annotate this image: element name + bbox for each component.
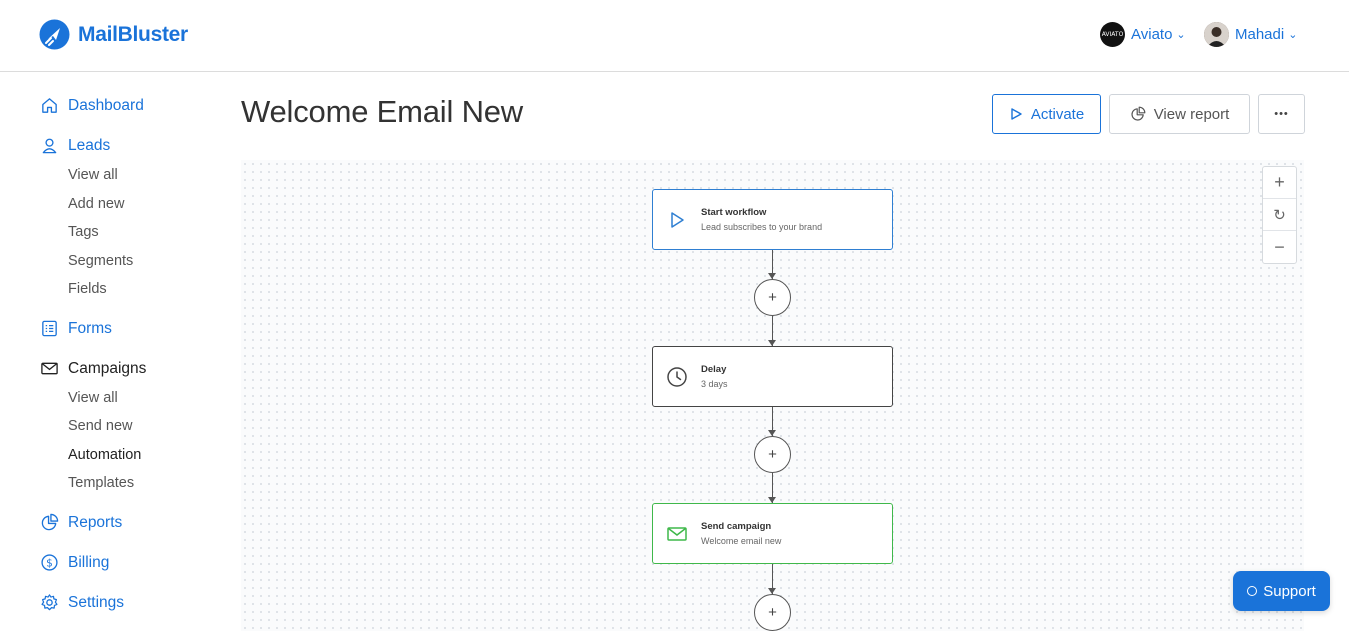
sidebar-item-reports[interactable]: Reports — [40, 513, 122, 532]
sidebar-item-campaigns[interactable]: Campaigns — [40, 359, 146, 378]
svg-text:$: $ — [46, 557, 53, 569]
mail-icon — [667, 526, 687, 541]
more-options-button[interactable]: ••• — [1258, 94, 1305, 134]
workflow-node-start[interactable]: Start workflow Lead subscribes to your b… — [652, 189, 893, 250]
add-step-button[interactable]: + — [754, 594, 791, 631]
workflow-node-delay[interactable]: Delay 3 days — [652, 346, 893, 407]
user-icon — [42, 138, 57, 154]
chevron-down-icon: ⌄ — [1288, 29, 1298, 41]
support-label: Support — [1263, 582, 1316, 600]
home-icon — [42, 98, 57, 113]
node-subtitle: Welcome email new — [701, 536, 782, 546]
sidebar-subitem-leads-view-all[interactable]: View all — [68, 167, 118, 183]
add-step-button[interactable]: + — [754, 436, 791, 473]
connector-arrow — [768, 497, 776, 503]
sidebar-item-billing[interactable]: $ Billing — [40, 553, 109, 572]
view-report-label: View report — [1153, 105, 1230, 123]
connector-line — [772, 316, 773, 346]
workflow-node-send-campaign[interactable]: Send campaign Welcome email new — [652, 503, 893, 564]
chat-icon — [1247, 586, 1258, 596]
node-title: Start workflow — [701, 207, 767, 218]
sidebar-item-label: Reports — [68, 513, 123, 531]
brand-name: MailBluster — [78, 22, 188, 46]
chevron-down-icon: ⌄ — [1176, 29, 1186, 41]
node-subtitle: 3 days — [701, 379, 728, 389]
page-title: Welcome Email New — [241, 94, 523, 129]
sidebar-subitem-fields[interactable]: Fields — [68, 281, 107, 297]
user-name: Mahadi — [1235, 26, 1285, 43]
connector-arrow — [768, 430, 776, 436]
pie-chart-icon — [1131, 106, 1146, 121]
activate-label: Activate — [1030, 105, 1085, 123]
node-title: Send campaign — [701, 521, 772, 532]
view-report-button[interactable]: View report — [1109, 94, 1250, 134]
sidebar-item-label: Billing — [68, 553, 110, 571]
sidebar-item-settings[interactable]: Settings — [40, 593, 124, 612]
gear-icon — [41, 594, 58, 611]
connector-line — [772, 250, 773, 279]
sidebar-subitem-campaigns-view-all[interactable]: View all — [68, 390, 118, 406]
play-icon — [1011, 108, 1022, 120]
user-menu[interactable]: Mahadi ⌄ — [1204, 22, 1297, 47]
reset-zoom-button[interactable]: ↻ — [1263, 199, 1296, 231]
sidebar-item-label: Campaigns — [68, 359, 147, 377]
workspace-name: Aviato — [1131, 26, 1173, 43]
connector-arrow — [768, 340, 776, 346]
support-button[interactable]: Support — [1233, 571, 1330, 611]
play-icon — [671, 211, 684, 228]
sidebar-subitem-automation[interactable]: Automation — [68, 447, 142, 463]
add-step-button[interactable]: + — [754, 279, 791, 316]
pie-chart-icon — [41, 513, 59, 531]
top-header: MailBluster AVIATO Aviato ⌄ Mahadi ⌄ — [0, 0, 1349, 72]
node-subtitle: Lead subscribes to your brand — [701, 222, 823, 232]
connector-line — [772, 564, 773, 594]
node-title: Delay — [701, 364, 727, 375]
sidebar-subitem-send-new[interactable]: Send new — [68, 418, 133, 434]
user-photo-icon — [1204, 22, 1229, 47]
workspace-avatar-text: AVIATO — [1101, 31, 1124, 38]
workspace-switcher[interactable]: AVIATO Aviato ⌄ — [1100, 22, 1186, 47]
mailbluster-logo-icon — [39, 19, 70, 50]
zoom-controls: + ↻ − — [1262, 166, 1297, 264]
connector-arrow — [768, 273, 776, 279]
user-avatar — [1204, 22, 1229, 47]
zoom-out-button[interactable]: − — [1274, 236, 1285, 257]
clock-icon — [667, 366, 687, 387]
sidebar-subitem-segments[interactable]: Segments — [68, 253, 134, 269]
connector-line — [772, 407, 773, 436]
sidebar: Dashboard Leads View all Add new Tags Se… — [0, 72, 230, 631]
sidebar-item-label: Leads — [68, 136, 111, 154]
form-list-icon — [42, 320, 57, 337]
sidebar-item-label: Forms — [68, 319, 112, 337]
sidebar-subitem-leads-add-new[interactable]: Add new — [68, 196, 125, 212]
more-dots-icon: ••• — [1274, 108, 1289, 120]
sidebar-subitem-tags[interactable]: Tags — [68, 224, 99, 240]
activate-button[interactable]: Activate — [992, 94, 1101, 134]
sidebar-item-dashboard[interactable]: Dashboard — [40, 96, 144, 115]
sidebar-item-leads[interactable]: Leads — [40, 136, 110, 155]
brand-logo[interactable]: MailBluster — [39, 19, 188, 50]
sidebar-item-label: Settings — [68, 593, 125, 611]
sidebar-item-label: Dashboard — [68, 96, 144, 114]
connector-line — [772, 473, 773, 503]
sidebar-subitem-templates[interactable]: Templates — [68, 475, 135, 491]
workspace-avatar: AVIATO — [1100, 22, 1125, 47]
zoom-in-button[interactable]: + — [1263, 167, 1296, 199]
dollar-circle-icon: $ — [41, 554, 58, 571]
sidebar-item-forms[interactable]: Forms — [40, 319, 112, 338]
connector-arrow — [768, 588, 776, 594]
envelope-icon — [41, 362, 58, 375]
